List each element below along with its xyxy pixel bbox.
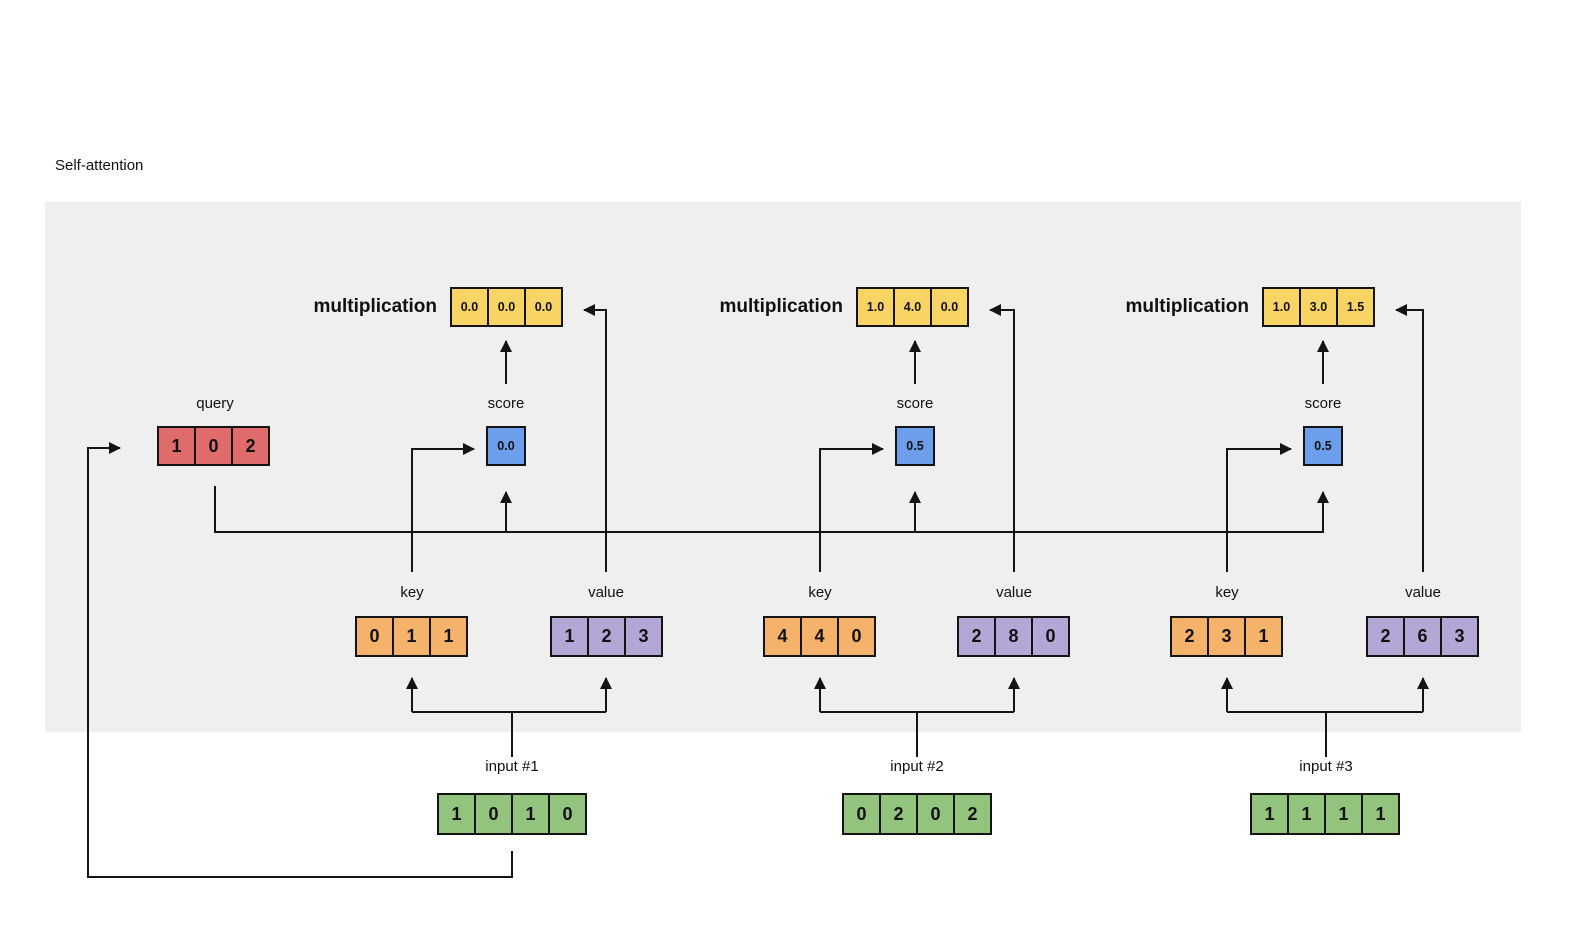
multiplication-cell: 1.5 [1336,287,1375,327]
value-label-2: value [996,584,1032,601]
input-cell: 0 [474,793,513,835]
multiplication-row-3: 1.0 3.0 1.5 [1262,287,1375,327]
input-cell: 2 [879,793,918,835]
input-cell: 1 [1287,793,1326,835]
key-label-3: key [1215,584,1239,601]
value-cell: 3 [1440,616,1479,657]
multiplication-label-1: multiplication [313,296,438,317]
multiplication-cell: 3.0 [1299,287,1338,327]
key-cell: 1 [429,616,468,657]
value-cell: 1 [550,616,589,657]
key-cell: 2 [1170,616,1209,657]
input-cell: 1 [511,793,550,835]
score-box-3: 0.5 [1303,426,1343,466]
multiplication-row-2: 1.0 4.0 0.0 [856,287,969,327]
value-row-1: 1 2 3 [550,616,663,657]
input-label-3: input #3 [1299,758,1353,775]
input-cell: 0 [548,793,587,835]
multiplication-cell: 0.0 [487,287,526,327]
multiplication-label-3: multiplication [1125,296,1250,317]
input-cell: 0 [916,793,955,835]
value-cell: 2 [1366,616,1405,657]
input-row-1: 1 0 1 0 [437,793,587,835]
multiplication-row-1: 0.0 0.0 0.0 [450,287,563,327]
value-cell: 0 [1031,616,1070,657]
key-cell: 0 [837,616,876,657]
value-cell: 8 [994,616,1033,657]
multiplication-cell: 4.0 [893,287,932,327]
value-cell: 2 [587,616,626,657]
key-cell: 1 [392,616,431,657]
input-cell: 2 [953,793,992,835]
input-row-3: 1 1 1 1 [1250,793,1400,835]
multiplication-cell: 1.0 [1262,287,1301,327]
score-box-1: 0.0 [486,426,526,466]
value-label-3: value [1405,584,1441,601]
key-row-1: 0 1 1 [355,616,468,657]
input-label-2: input #2 [890,758,944,775]
key-cell: 0 [355,616,394,657]
key-cell: 4 [763,616,802,657]
page-title: Self-attention [55,157,144,174]
multiplication-cell: 0.0 [524,287,563,327]
value-row-2: 2 8 0 [957,616,1070,657]
key-cell: 4 [800,616,839,657]
query-row: 1 0 2 [157,426,270,466]
key-row-3: 2 3 1 [1170,616,1283,657]
value-label-1: value [588,584,624,601]
query-label: query [196,395,234,412]
score-label-2: score [896,395,934,412]
query-cell: 1 [157,426,196,466]
score-label-3: score [1304,395,1342,412]
multiplication-label-2: multiplication [719,296,844,317]
input-cell: 1 [437,793,476,835]
value-cell: 6 [1403,616,1442,657]
key-cell: 1 [1244,616,1283,657]
value-cell: 2 [957,616,996,657]
input-label-1: input #1 [485,758,539,775]
key-cell: 3 [1207,616,1246,657]
input-cell: 1 [1324,793,1363,835]
multiplication-cell: 1.0 [856,287,895,327]
key-label-1: key [400,584,424,601]
value-cell: 3 [624,616,663,657]
input-row-2: 0 2 0 2 [842,793,992,835]
key-row-2: 4 4 0 [763,616,876,657]
query-cell: 0 [194,426,233,466]
input-cell: 1 [1361,793,1400,835]
score-label-1: score [487,395,525,412]
query-cell: 2 [231,426,270,466]
input-cell: 0 [842,793,881,835]
value-row-3: 2 6 3 [1366,616,1479,657]
input-cell: 1 [1250,793,1289,835]
multiplication-cell: 0.0 [450,287,489,327]
multiplication-cell: 0.0 [930,287,969,327]
key-label-2: key [808,584,832,601]
score-box-2: 0.5 [895,426,935,466]
